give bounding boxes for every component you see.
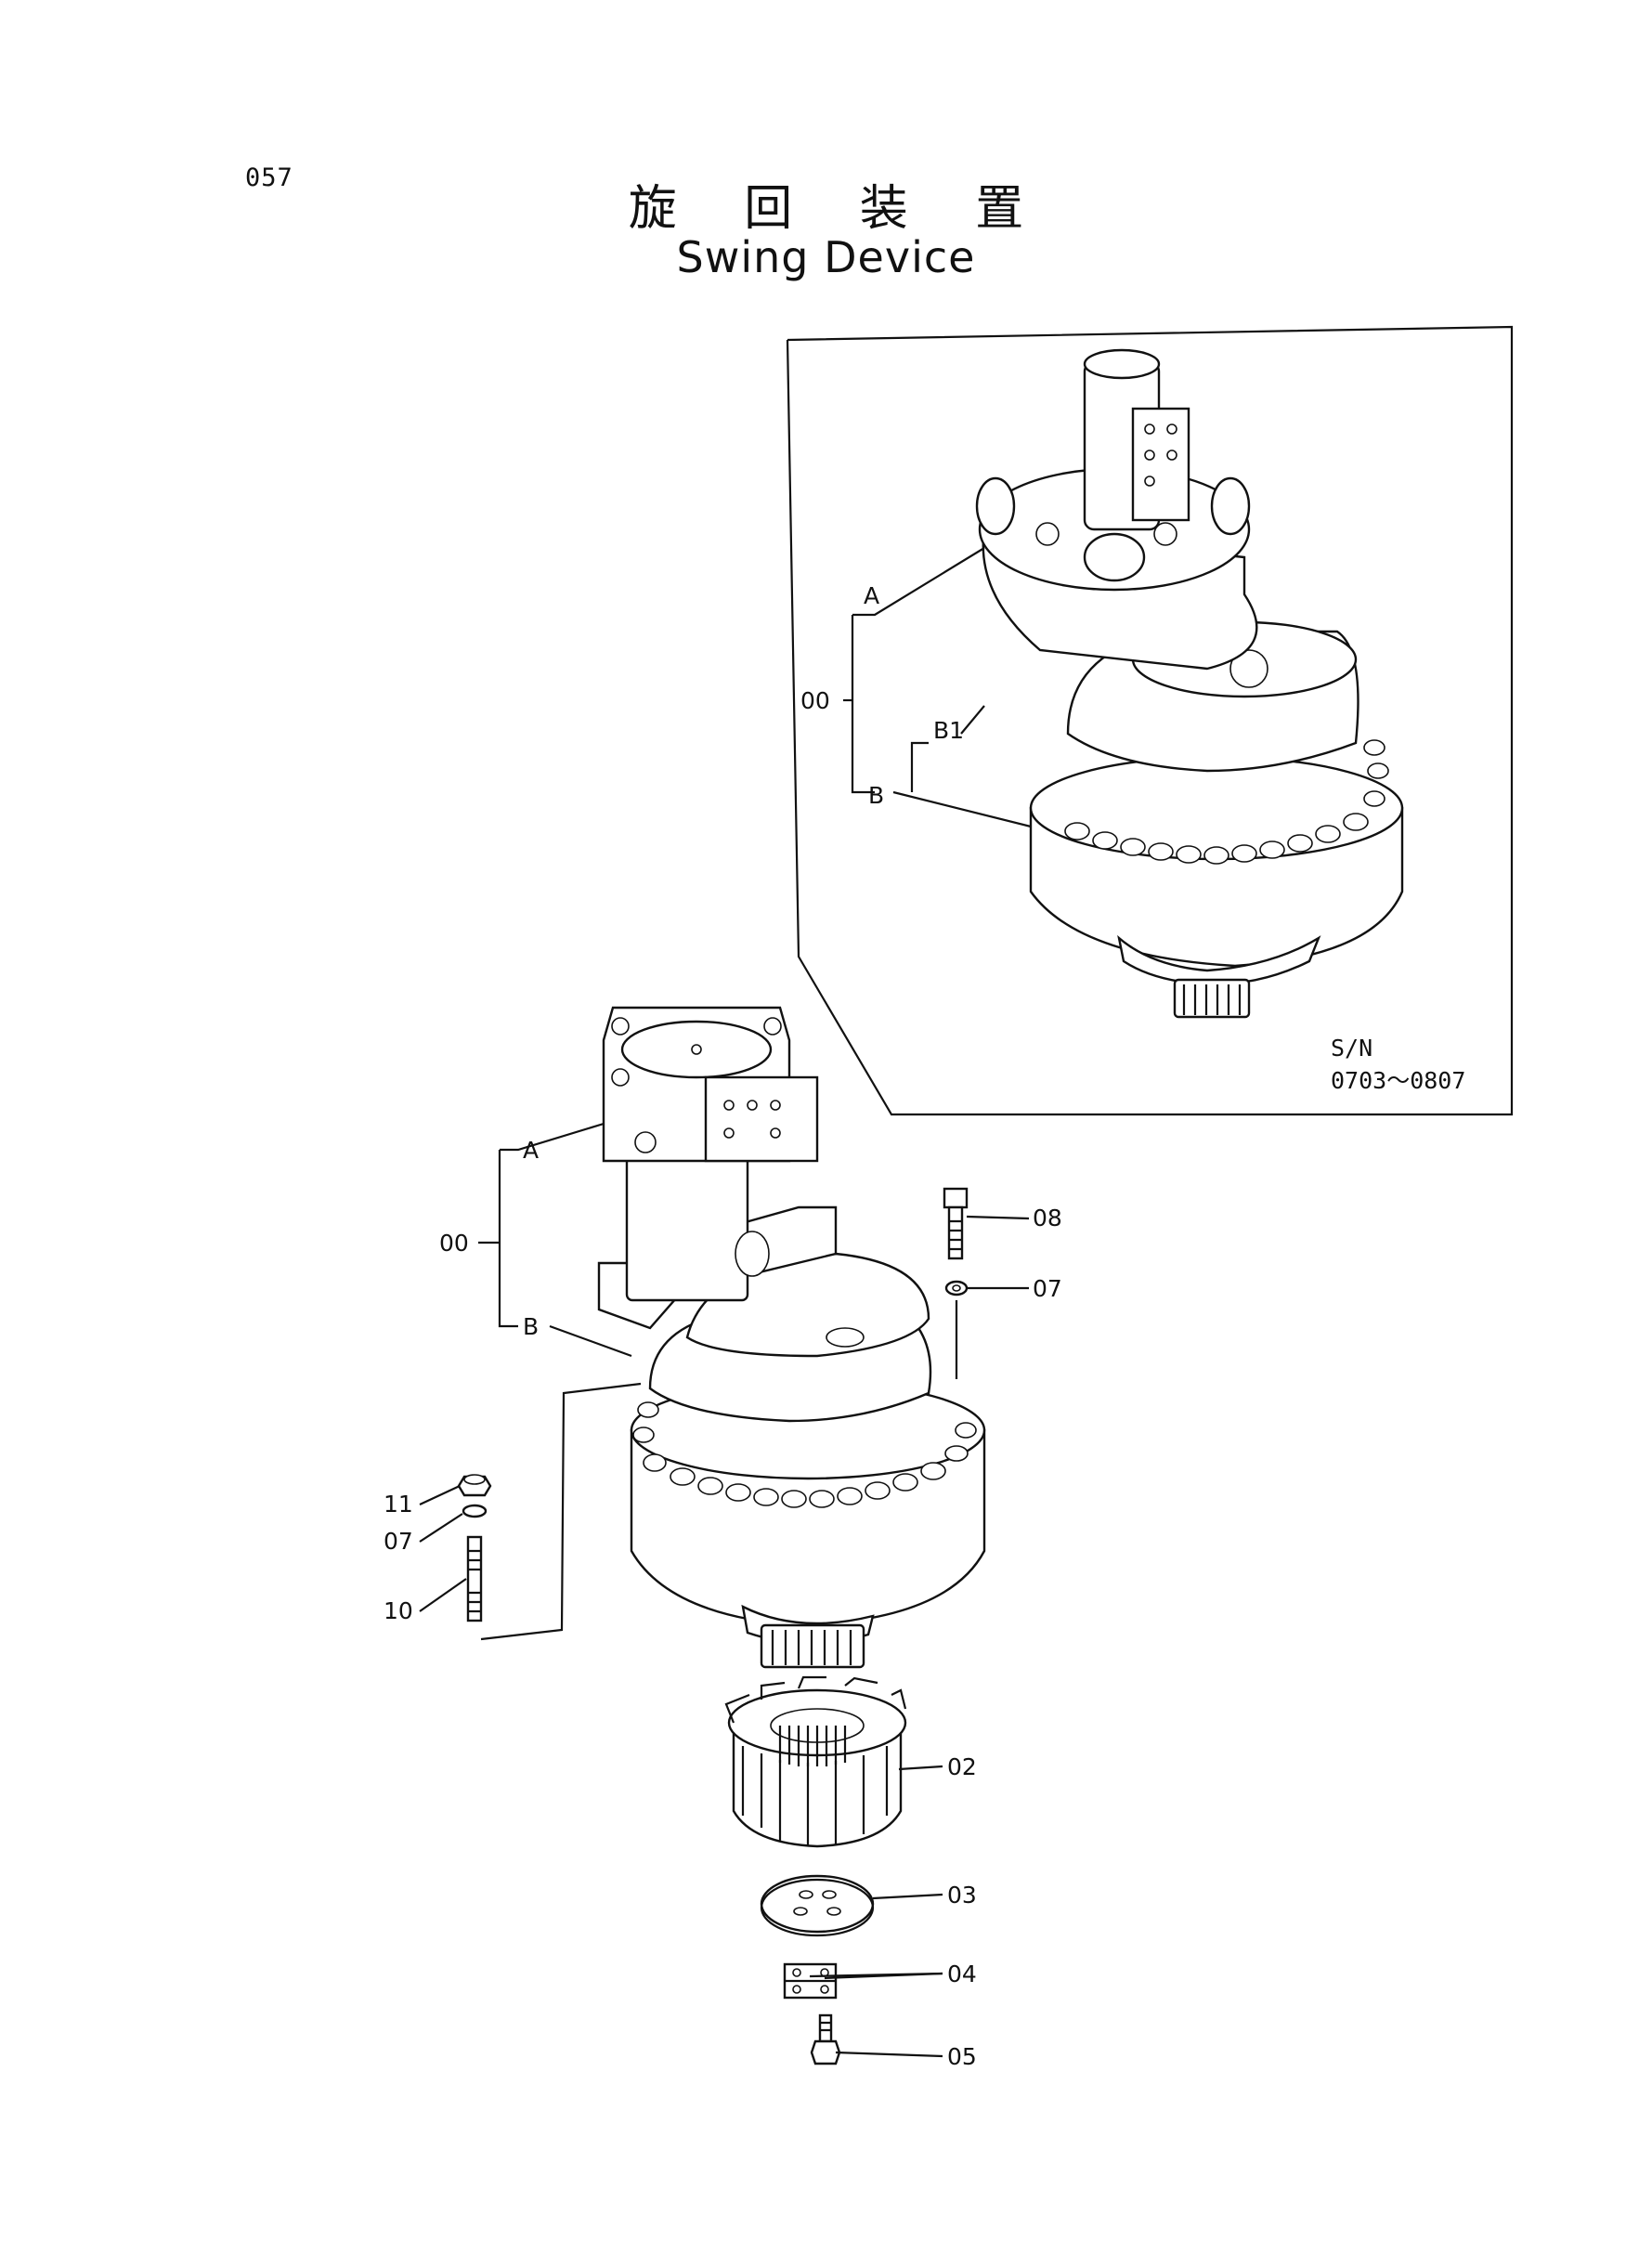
bolt-08-part xyxy=(943,1187,969,1379)
inset-bolt-ring xyxy=(1064,739,1389,865)
inset-callout-a: A xyxy=(864,582,879,609)
callout-02-pinion: 02 xyxy=(947,1753,977,1780)
stud-assembly-left xyxy=(457,1474,492,1622)
page-title-japanese: 旋 回 装 置 xyxy=(628,181,1050,237)
callout-05-bolt: 05 xyxy=(947,2043,977,2070)
inset-serial-range: 0703～0807 xyxy=(1331,1067,1465,1094)
callout-07-washer-left: 07 xyxy=(384,1528,413,1555)
callout-00: 00 xyxy=(439,1230,469,1257)
page-title-english: Swing Device xyxy=(676,232,976,282)
inset-leader-lines xyxy=(843,547,1032,828)
inset-callout-00: 00 xyxy=(800,687,830,714)
callout-11-nut: 11 xyxy=(384,1491,413,1518)
stud-leader-line xyxy=(480,1382,642,1641)
callout-04-lock-plate: 04 xyxy=(947,1961,977,1987)
inset-swing-device-illustration xyxy=(975,348,1404,1019)
main-leader-lines xyxy=(419,1122,1030,2058)
inset-serial-label: S/N xyxy=(1331,1035,1372,1062)
callout-10-stud: 10 xyxy=(384,1597,413,1624)
inset-panel xyxy=(786,325,1514,1116)
bolt-05-part xyxy=(810,2013,841,2065)
page-number: 057 xyxy=(245,163,293,192)
callout-03-plate: 03 xyxy=(947,1882,977,1909)
pinion-gear-02 xyxy=(724,1675,907,1848)
callout-a: A xyxy=(523,1137,539,1164)
plate-03 xyxy=(760,1874,875,1937)
inset-callout-b: B xyxy=(868,782,884,809)
inset-callout-b1: B1 xyxy=(933,717,964,744)
main-swing-device-illustration xyxy=(597,1006,986,1669)
callout-b: B xyxy=(523,1313,539,1340)
lock-plate-04 xyxy=(783,1962,838,2000)
callout-08-bolt: 08 xyxy=(1033,1205,1062,1231)
callout-07-washer-right: 07 xyxy=(1033,1275,1062,1302)
main-bolt-ring xyxy=(632,1401,977,1508)
